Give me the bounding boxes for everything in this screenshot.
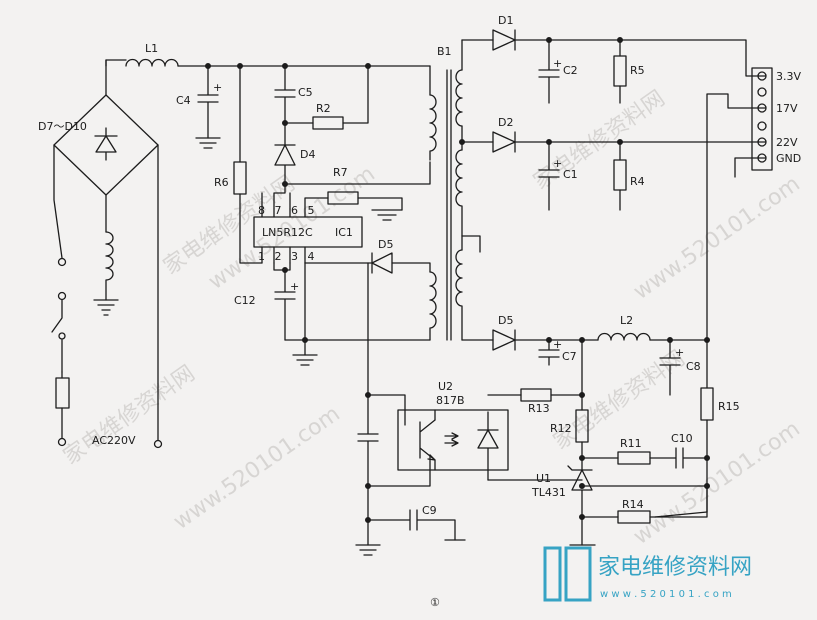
terminal (57, 437, 67, 447)
watermark: 家电维修资料网 家电维修资料网 家电维修资料网 家电维修资料网 www.5201… (59, 86, 805, 550)
svg-text:+: + (553, 338, 562, 351)
watermark-url: www.520101.com (629, 416, 805, 549)
secondary-section: + + + + (461, 29, 766, 518)
watermark-text: 家电维修资料网 (59, 361, 200, 470)
diode-d5-output (492, 329, 516, 351)
transformer-b1 (446, 39, 481, 341)
label-r12: R12 (550, 422, 572, 435)
logo-icon (543, 546, 592, 602)
connector-label-3v3: 3.3V (776, 70, 801, 83)
label-c8: C8 (686, 360, 701, 373)
site-logo: 家电维修资料网 w w w . 5 2 0 1 0 1 . c o m (543, 546, 752, 602)
logo-url: w w w . 5 2 0 1 0 1 . c o m (600, 589, 732, 600)
label-l2: L2 (620, 314, 633, 327)
label-c7: C7 (562, 350, 577, 363)
label-r2: R2 (316, 102, 331, 115)
inductor-l1 (125, 58, 179, 67)
label-r5: R5 (630, 64, 645, 77)
label-ic-name: LN5R12C (262, 226, 313, 239)
primary-winding (429, 94, 437, 161)
label-c1: C1 (563, 168, 578, 181)
label-c9: C9 (422, 504, 437, 517)
watermark-url: www.520101.com (169, 401, 345, 534)
optocoupler-u2 (397, 409, 509, 471)
label-b1: B1 (437, 45, 452, 58)
resistor-r13 (520, 388, 552, 402)
label-d2: D2 (498, 116, 513, 129)
svg-text:+: + (553, 57, 562, 70)
fuse (55, 377, 70, 409)
inductor-l2 (597, 332, 651, 341)
output-connector (751, 67, 773, 171)
label-u1: U1 (536, 472, 551, 485)
label-r11: R11 (620, 437, 642, 450)
connector-body (751, 67, 773, 171)
label-r15: R15 (718, 400, 740, 413)
resistor-r6 (233, 161, 247, 195)
ic1-ln5r12c (253, 216, 363, 248)
label-c12: C12 (234, 294, 256, 307)
svg-text:+: + (553, 157, 562, 170)
transformer-core (446, 69, 452, 341)
svg-text:+: + (675, 346, 684, 359)
component-labels: L1 C4 D7～D10 R6 C5 R2 D4 R7 8 7 6 5 LN5R… (38, 14, 801, 609)
label-d7-d10: D7～D10 (38, 120, 87, 133)
resistor-r11 (617, 451, 651, 465)
label-c5: C5 (298, 86, 313, 99)
snubber-ic-section: + (253, 63, 437, 366)
input-section: + (51, 58, 431, 449)
label-c2: C2 (563, 64, 578, 77)
diode-d1 (492, 29, 516, 51)
diode-d5-aux (371, 252, 393, 274)
label-d1: D1 (498, 14, 513, 27)
label-r13: R13 (528, 402, 550, 415)
label-c4: C4 (176, 94, 191, 107)
label-d5-aux: D5 (378, 238, 393, 251)
connector-label-gnd: GND (776, 152, 801, 165)
resistor-r4 (613, 159, 627, 191)
label-ac220v: AC220V (92, 434, 136, 447)
label-d4: D4 (300, 148, 315, 161)
svg-text:+: + (213, 81, 222, 94)
label-tl431: TL431 (531, 486, 566, 499)
connector-label-22v: 22V (776, 136, 798, 149)
resistor-r5 (613, 55, 627, 87)
watermark-url: www.520101.com (629, 171, 805, 304)
label-r6: R6 (214, 176, 229, 189)
label-d5-output: D5 (498, 314, 513, 327)
label-ic1: IC1 (335, 226, 353, 239)
label-pins-top: 8 7 6 5 (258, 204, 317, 217)
label-pins-bottom: 1 2 3 4 (258, 250, 317, 263)
label-817b: 817B (436, 394, 465, 407)
label-l1: L1 (145, 42, 158, 55)
label-c10: C10 (671, 432, 693, 445)
label-r4: R4 (630, 175, 645, 188)
connector-label-17v: 17V (776, 102, 798, 115)
resistor-r2 (312, 116, 344, 130)
terminal (57, 257, 67, 267)
svg-text:+: + (290, 280, 299, 293)
bridge-rectifier (53, 94, 159, 196)
logo-text: 家电维修资料网 (598, 555, 752, 580)
terminal (153, 439, 163, 449)
label-r7: R7 (333, 166, 348, 179)
diode-d2 (492, 131, 516, 153)
label-u2: U2 (438, 380, 453, 393)
feedback-section (355, 262, 708, 556)
figure-number: ① (430, 596, 440, 609)
label-r14: R14 (622, 498, 644, 511)
resistor-r15 (700, 387, 714, 421)
